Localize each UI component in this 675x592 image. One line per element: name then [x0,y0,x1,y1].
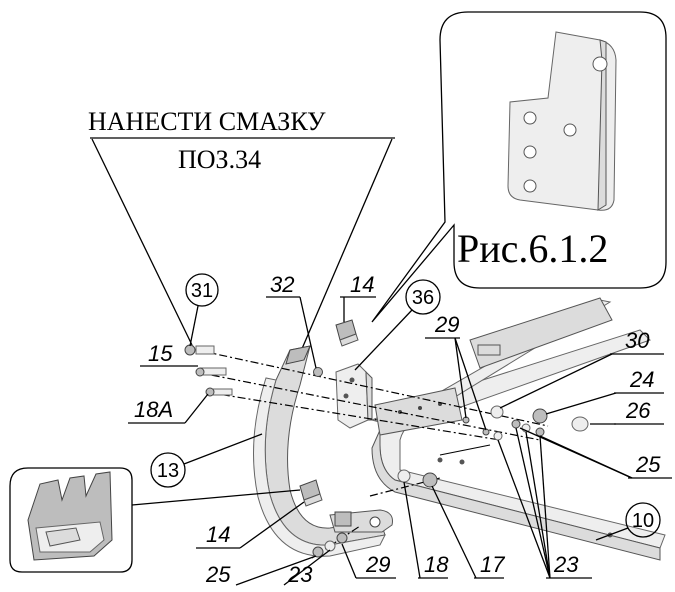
label-25-bottom: 25 [205,555,317,587]
svg-text:18А: 18А [134,397,173,422]
svg-text:32: 32 [270,272,294,297]
svg-text:26: 26 [625,398,651,423]
note-line-1: НАНЕСТИ СМАЗКУ [88,107,326,136]
svg-text:25: 25 [205,562,231,587]
label-24: 24 [545,367,664,415]
label-18: 18 [403,481,449,579]
label-29-top: 29 [425,312,487,431]
svg-text:25: 25 [635,452,661,477]
svg-text:31: 31 [191,280,213,302]
label-14-top: 14 [340,272,376,322]
label-25-right: 25 [519,427,672,479]
svg-text:29: 29 [365,552,390,577]
label-32: 32 [266,272,317,369]
bracket-part-36 [335,363,373,429]
mounting-plate [374,387,463,436]
label-14-bottom: 14 [196,501,305,549]
figure-reference: Рис.6.1.2 [457,226,608,271]
frame-part-10 [370,297,666,561]
fasteners [184,344,589,558]
callout-13: 13 [150,433,263,488]
svg-text:30: 30 [625,328,650,353]
label-15: 15 [140,341,198,367]
label-30: 30 [499,328,664,409]
callout-31: 31 [185,273,219,347]
label-17: 17 [431,485,505,579]
detail-callout: Рис.6.1.2 [371,11,667,323]
svg-text:29: 29 [434,312,459,337]
note-line-2: ПОЗ.34 [178,145,261,174]
svg-text:17: 17 [480,552,505,577]
svg-text:13: 13 [157,460,179,482]
label-23-right: 23 [497,427,592,579]
label-29-bottom: 29 [341,543,396,579]
clip-part-14-bottom [299,479,323,507]
section-inset [9,467,301,573]
svg-text:23: 23 [553,552,579,577]
bracket-plate-image [507,31,617,211]
svg-text:14: 14 [350,272,374,297]
svg-text:36: 36 [412,287,434,309]
clip-part-14-top [335,319,359,347]
svg-text:24: 24 [629,367,654,392]
svg-text:15: 15 [148,341,173,366]
label-23-bottom: 23 [283,549,331,587]
svg-text:18: 18 [424,552,449,577]
label-26: 26 [590,398,664,425]
bent-bar-part-13 [253,345,393,557]
callout-10: 10 [595,502,661,541]
lubrication-note: НАНЕСТИ СМАЗКУ ПОЗ.34 [88,107,395,373]
svg-text:10: 10 [632,510,654,532]
svg-text:14: 14 [206,522,230,547]
label-18a: 18А [128,393,209,424]
callout-36: 36 [354,279,441,371]
